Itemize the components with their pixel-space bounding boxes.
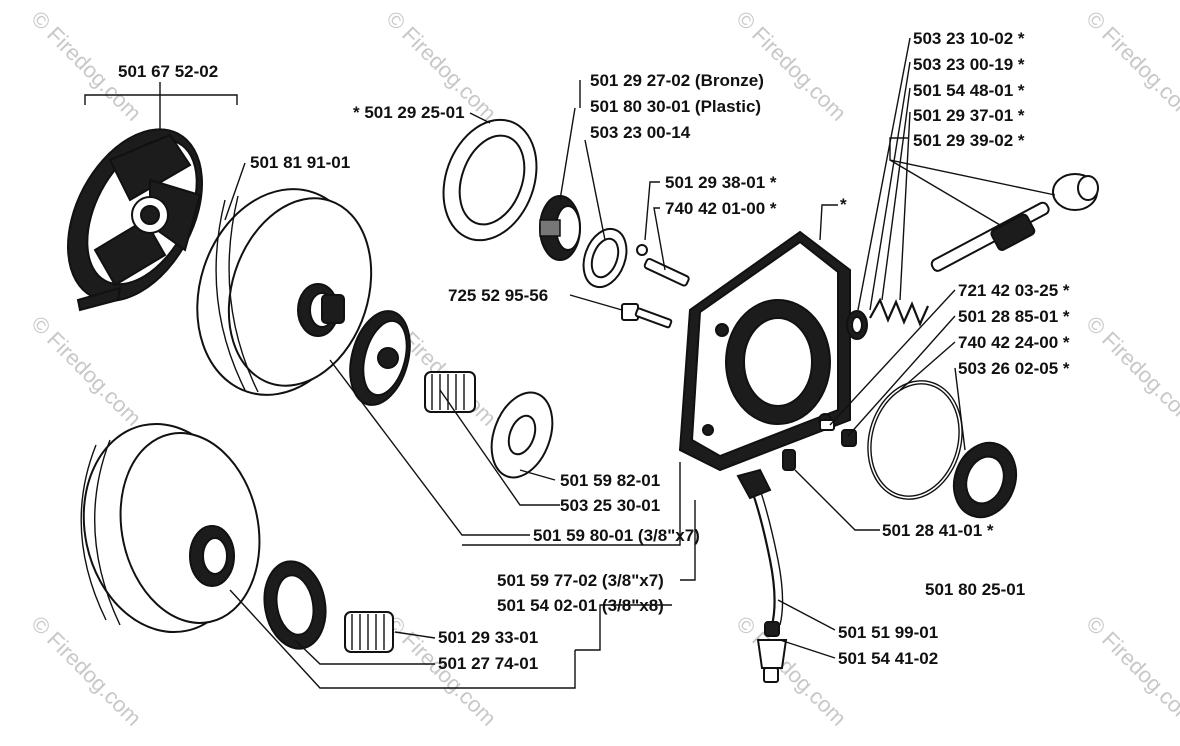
label-clutch-assembly: 501 67 52-02 bbox=[118, 62, 218, 81]
label-501-54-41-02: 501 54 41-02 bbox=[838, 649, 938, 668]
pump-shaft-part bbox=[930, 173, 1099, 272]
watermark: © Firedog.com bbox=[26, 611, 146, 731]
watermark: © Firedog.com bbox=[26, 311, 146, 431]
label-503-23-00-19: 503 23 00-19 * bbox=[913, 55, 1025, 74]
watermark: © Firedog.com bbox=[1081, 611, 1180, 731]
label-740-42-24-00: 740 42 24-00 * bbox=[958, 333, 1070, 352]
label-501-28-41-01: 501 28 41-01 * bbox=[882, 521, 994, 540]
worm-gear-part bbox=[539, 195, 581, 261]
rim-sprocket-part bbox=[349, 310, 411, 406]
needle-bearing-lower-part bbox=[344, 611, 394, 653]
label-503-23-10-02: 503 23 10-02 * bbox=[913, 29, 1025, 48]
label-501-29-33-01: 501 29 33-01 bbox=[438, 628, 538, 647]
label-501-29-25-01: * 501 29 25-01 bbox=[353, 103, 465, 122]
oil-seal-part bbox=[952, 441, 1018, 519]
label-503-26-02-05: 503 26 02-05 * bbox=[958, 359, 1070, 378]
washer-part bbox=[490, 391, 554, 479]
oil-pump-body-part bbox=[678, 230, 851, 472]
watermark: © Firedog.com bbox=[1081, 311, 1180, 431]
spring-ring-part bbox=[582, 227, 628, 289]
leader-lines bbox=[84, 37, 1056, 689]
label-501-80-25-01: 501 80 25-01 bbox=[925, 580, 1025, 599]
seal-ring-part bbox=[442, 118, 538, 242]
oil-hose-part bbox=[736, 468, 784, 626]
needle-bearing-part bbox=[424, 371, 476, 413]
clutch-assembly-part bbox=[67, 128, 203, 312]
screw-part bbox=[621, 303, 673, 329]
label-740-42-01-00: 740 42 01-00 * bbox=[665, 199, 777, 218]
oil-filter-part bbox=[756, 621, 788, 683]
label-star-pump: * bbox=[840, 195, 847, 214]
pin-part bbox=[636, 244, 690, 287]
spur-sprocket-part bbox=[263, 560, 327, 650]
label-501-54-02-01: 501 54 02-01 (3/8"x8) bbox=[497, 596, 664, 615]
label-501-59-77-02: 501 59 77-02 (3/8"x7) bbox=[497, 571, 664, 590]
label-501-29-37-01: 501 29 37-01 * bbox=[913, 106, 1025, 125]
ring-small-part bbox=[846, 310, 868, 340]
label-501-81-91-01: 501 81 91-01 bbox=[250, 153, 350, 172]
label-503-23-00-14: 503 23 00-14 bbox=[590, 123, 691, 142]
label-501-59-80-01: 501 59 80-01 (3/8"x7) bbox=[533, 526, 700, 545]
label-501-51-99-01: 501 51 99-01 bbox=[838, 623, 938, 642]
label-501-29-38-01: 501 29 38-01 * bbox=[665, 173, 777, 192]
clutch-drum-upper-part bbox=[196, 188, 373, 396]
label-plastic: 501 80 30-01 (Plastic) bbox=[590, 97, 761, 116]
label-721-42-03-25: 721 42 03-25 * bbox=[958, 281, 1070, 300]
label-503-25-30-01: 503 25 30-01 bbox=[560, 496, 660, 515]
watermark: © Firedog.com bbox=[1081, 6, 1180, 126]
label-501-59-82-01: 501 59 82-01 bbox=[560, 471, 660, 490]
label-501-27-74-01: 501 27 74-01 bbox=[438, 654, 538, 673]
label-501-28-85-01: 501 28 85-01 * bbox=[958, 307, 1070, 326]
label-501-54-48-01: 501 54 48-01 * bbox=[913, 81, 1025, 100]
clutch-drum-lower-part bbox=[80, 422, 261, 634]
part-labels: 501 67 52-02 501 81 91-01 * 501 29 25-01… bbox=[118, 29, 1070, 673]
label-725-52-95-56: 725 52 95-56 bbox=[448, 286, 548, 305]
label-501-29-39-02: 501 29 39-02 * bbox=[913, 131, 1025, 150]
o-ring-part bbox=[867, 380, 963, 500]
plug-part bbox=[782, 419, 857, 471]
label-bronze: 501 29 27-02 (Bronze) bbox=[590, 71, 764, 90]
spring-part bbox=[869, 297, 930, 327]
